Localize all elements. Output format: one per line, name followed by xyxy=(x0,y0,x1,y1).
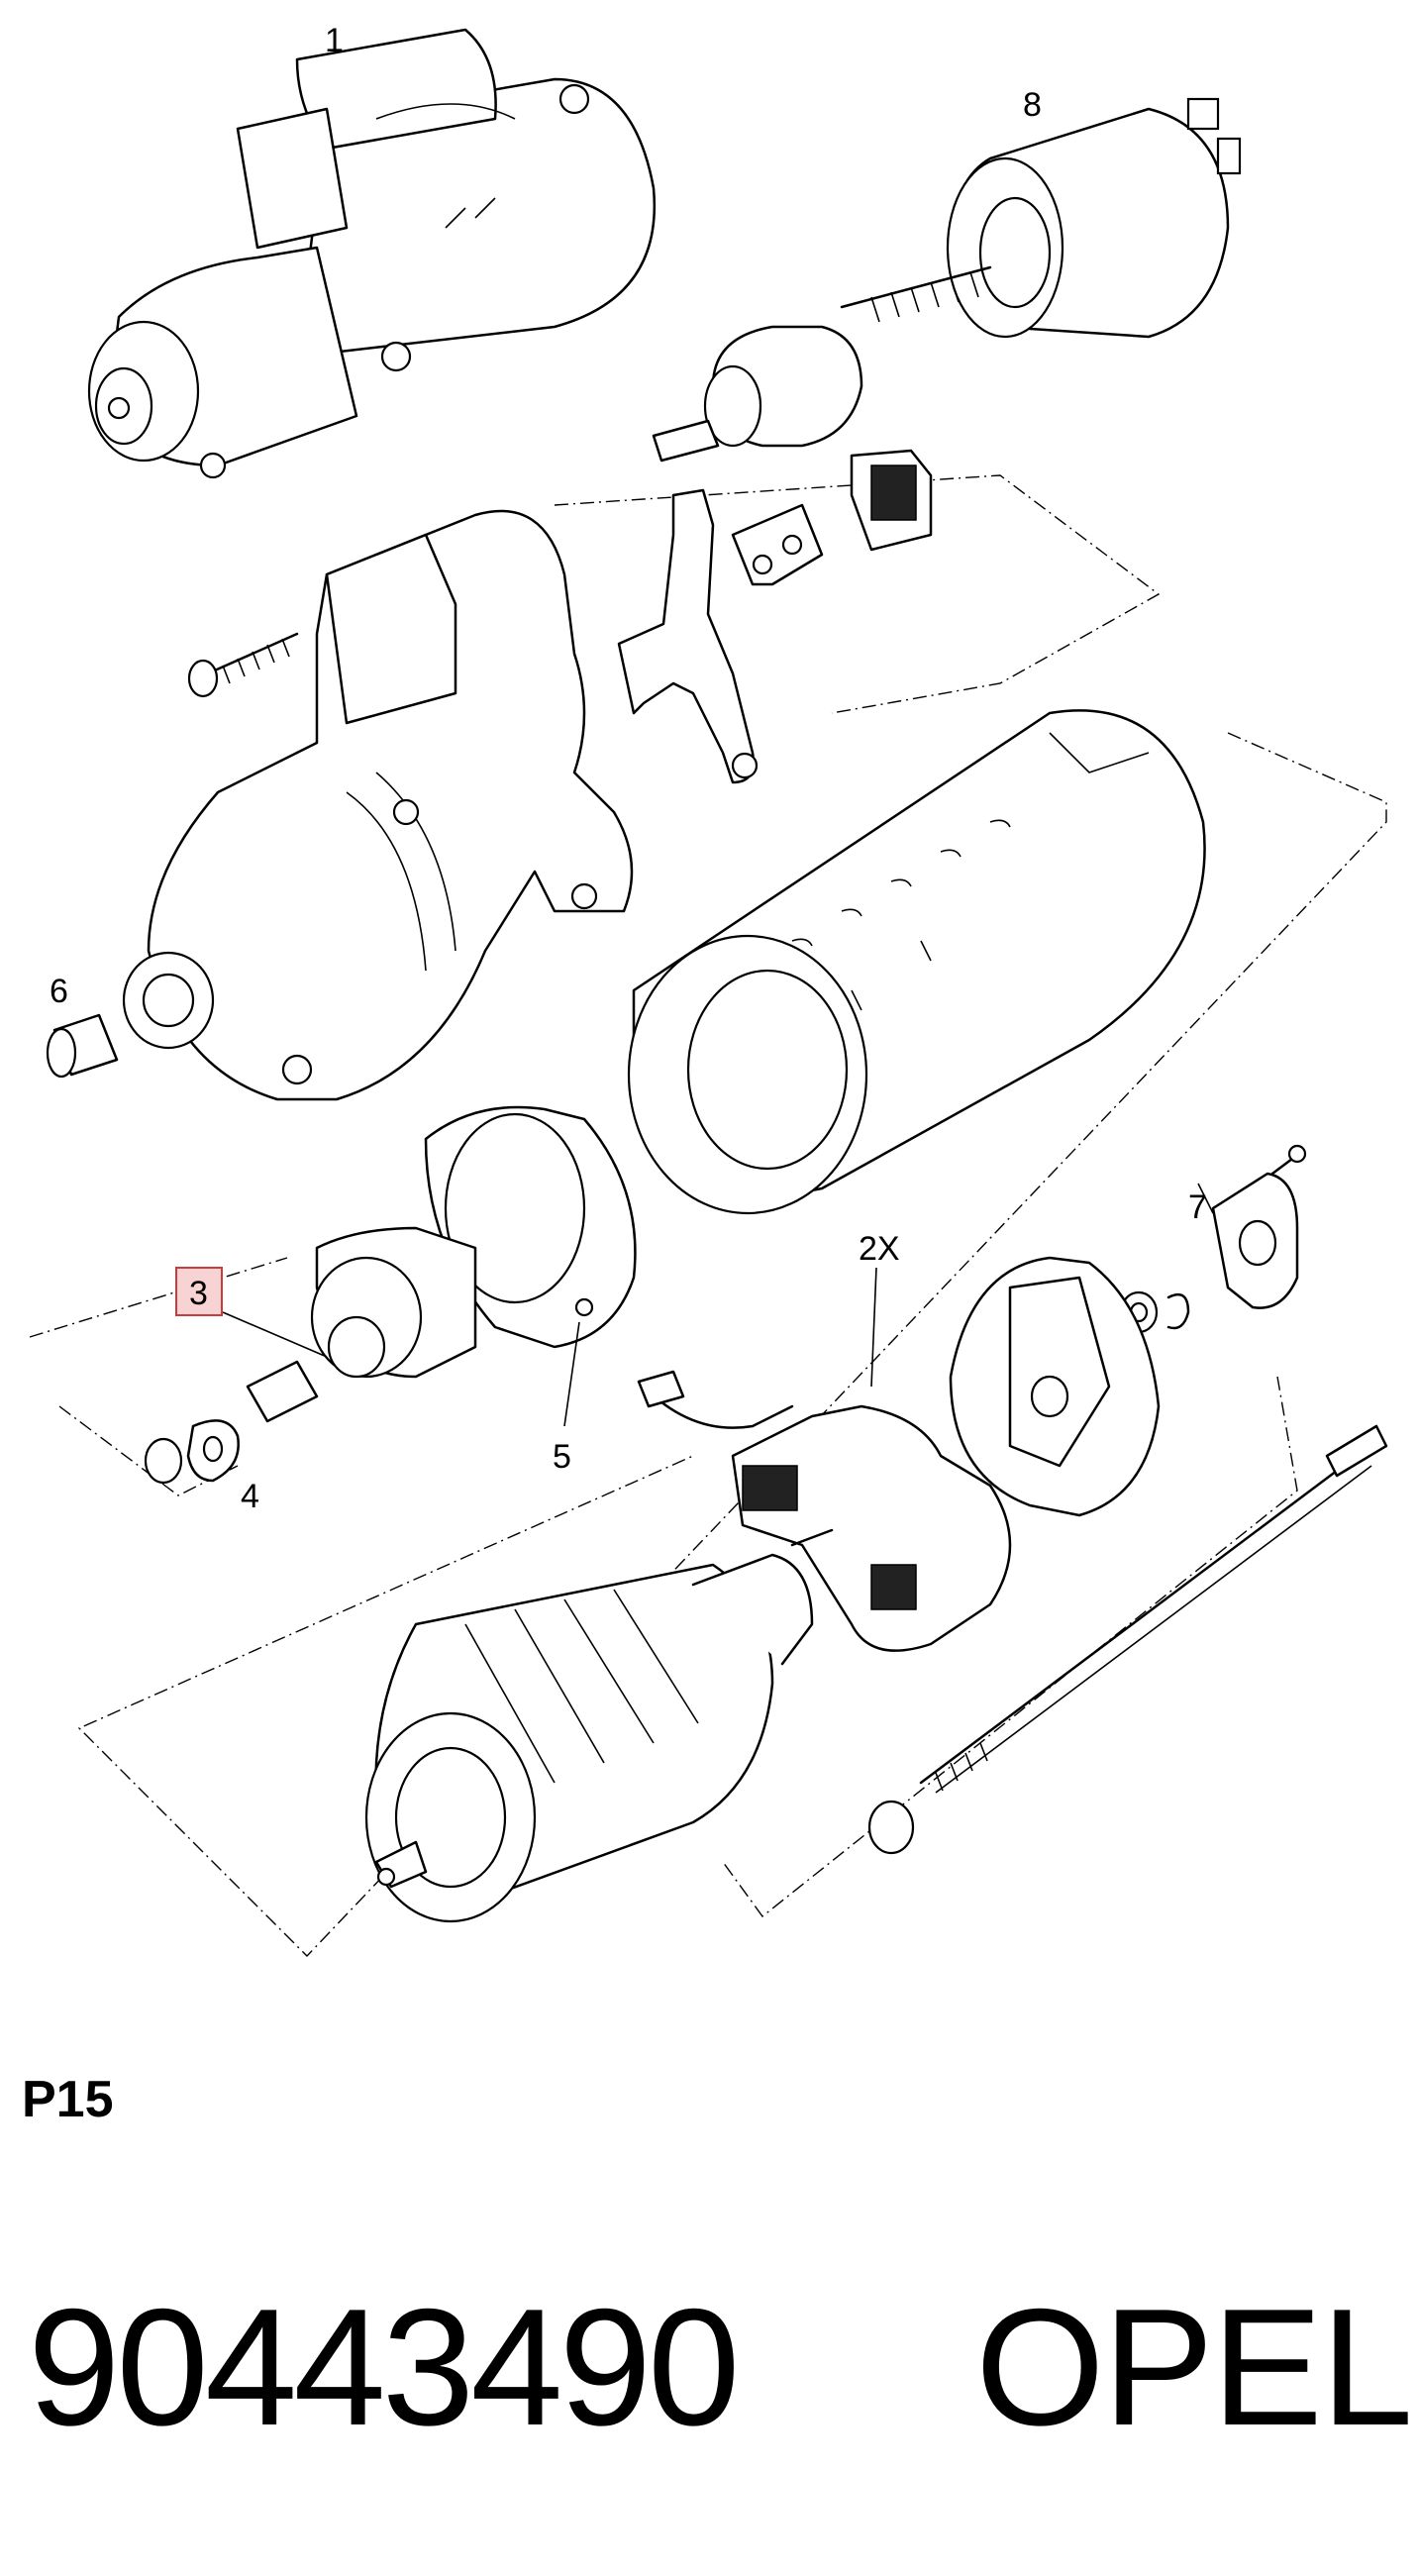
commutator-end-cap xyxy=(949,1256,1161,1517)
through-bolt xyxy=(867,1424,1388,1855)
solenoid-contact-parts xyxy=(731,449,933,586)
callout-leader-lines xyxy=(222,1183,1214,1427)
drive-end-housing xyxy=(122,509,634,1101)
callout-5: 5 xyxy=(553,1438,571,1476)
drive-pinion-assembly xyxy=(246,1105,637,1423)
drive-fork-lever xyxy=(617,488,759,784)
callout-3-highlight xyxy=(175,1267,223,1316)
part-number: 90443490 xyxy=(28,2274,740,2460)
part-1-starter-motor-assembly xyxy=(87,28,657,479)
part-5-armature-brake xyxy=(574,1297,594,1317)
part-4-circlip-washer xyxy=(144,1419,240,1485)
part-6-bush xyxy=(46,1013,119,1079)
armature xyxy=(364,1528,834,1923)
callout-1: 1 xyxy=(325,22,344,59)
field-yoke-housing xyxy=(627,709,1206,1215)
callout-labels: 1 8 6 7 2X 3 4 5 xyxy=(50,22,1207,1515)
brand-name: OPEL xyxy=(975,2274,1413,2460)
callout-3: 3 xyxy=(189,1275,208,1312)
callout-6: 6 xyxy=(50,973,68,1010)
mounting-bolt xyxy=(187,632,299,698)
callout-4: 4 xyxy=(241,1478,259,1515)
callout-2x: 2X xyxy=(859,1230,900,1268)
solenoid-plunger xyxy=(652,325,863,463)
diagram-page-code: P15 xyxy=(22,2071,114,2128)
callout-8: 8 xyxy=(1023,86,1042,124)
part-7-bracket xyxy=(1211,1144,1307,1309)
part-8-solenoid xyxy=(840,97,1242,339)
callout-7: 7 xyxy=(1188,1188,1207,1226)
part-2x-brush-holder xyxy=(637,1370,1012,1652)
